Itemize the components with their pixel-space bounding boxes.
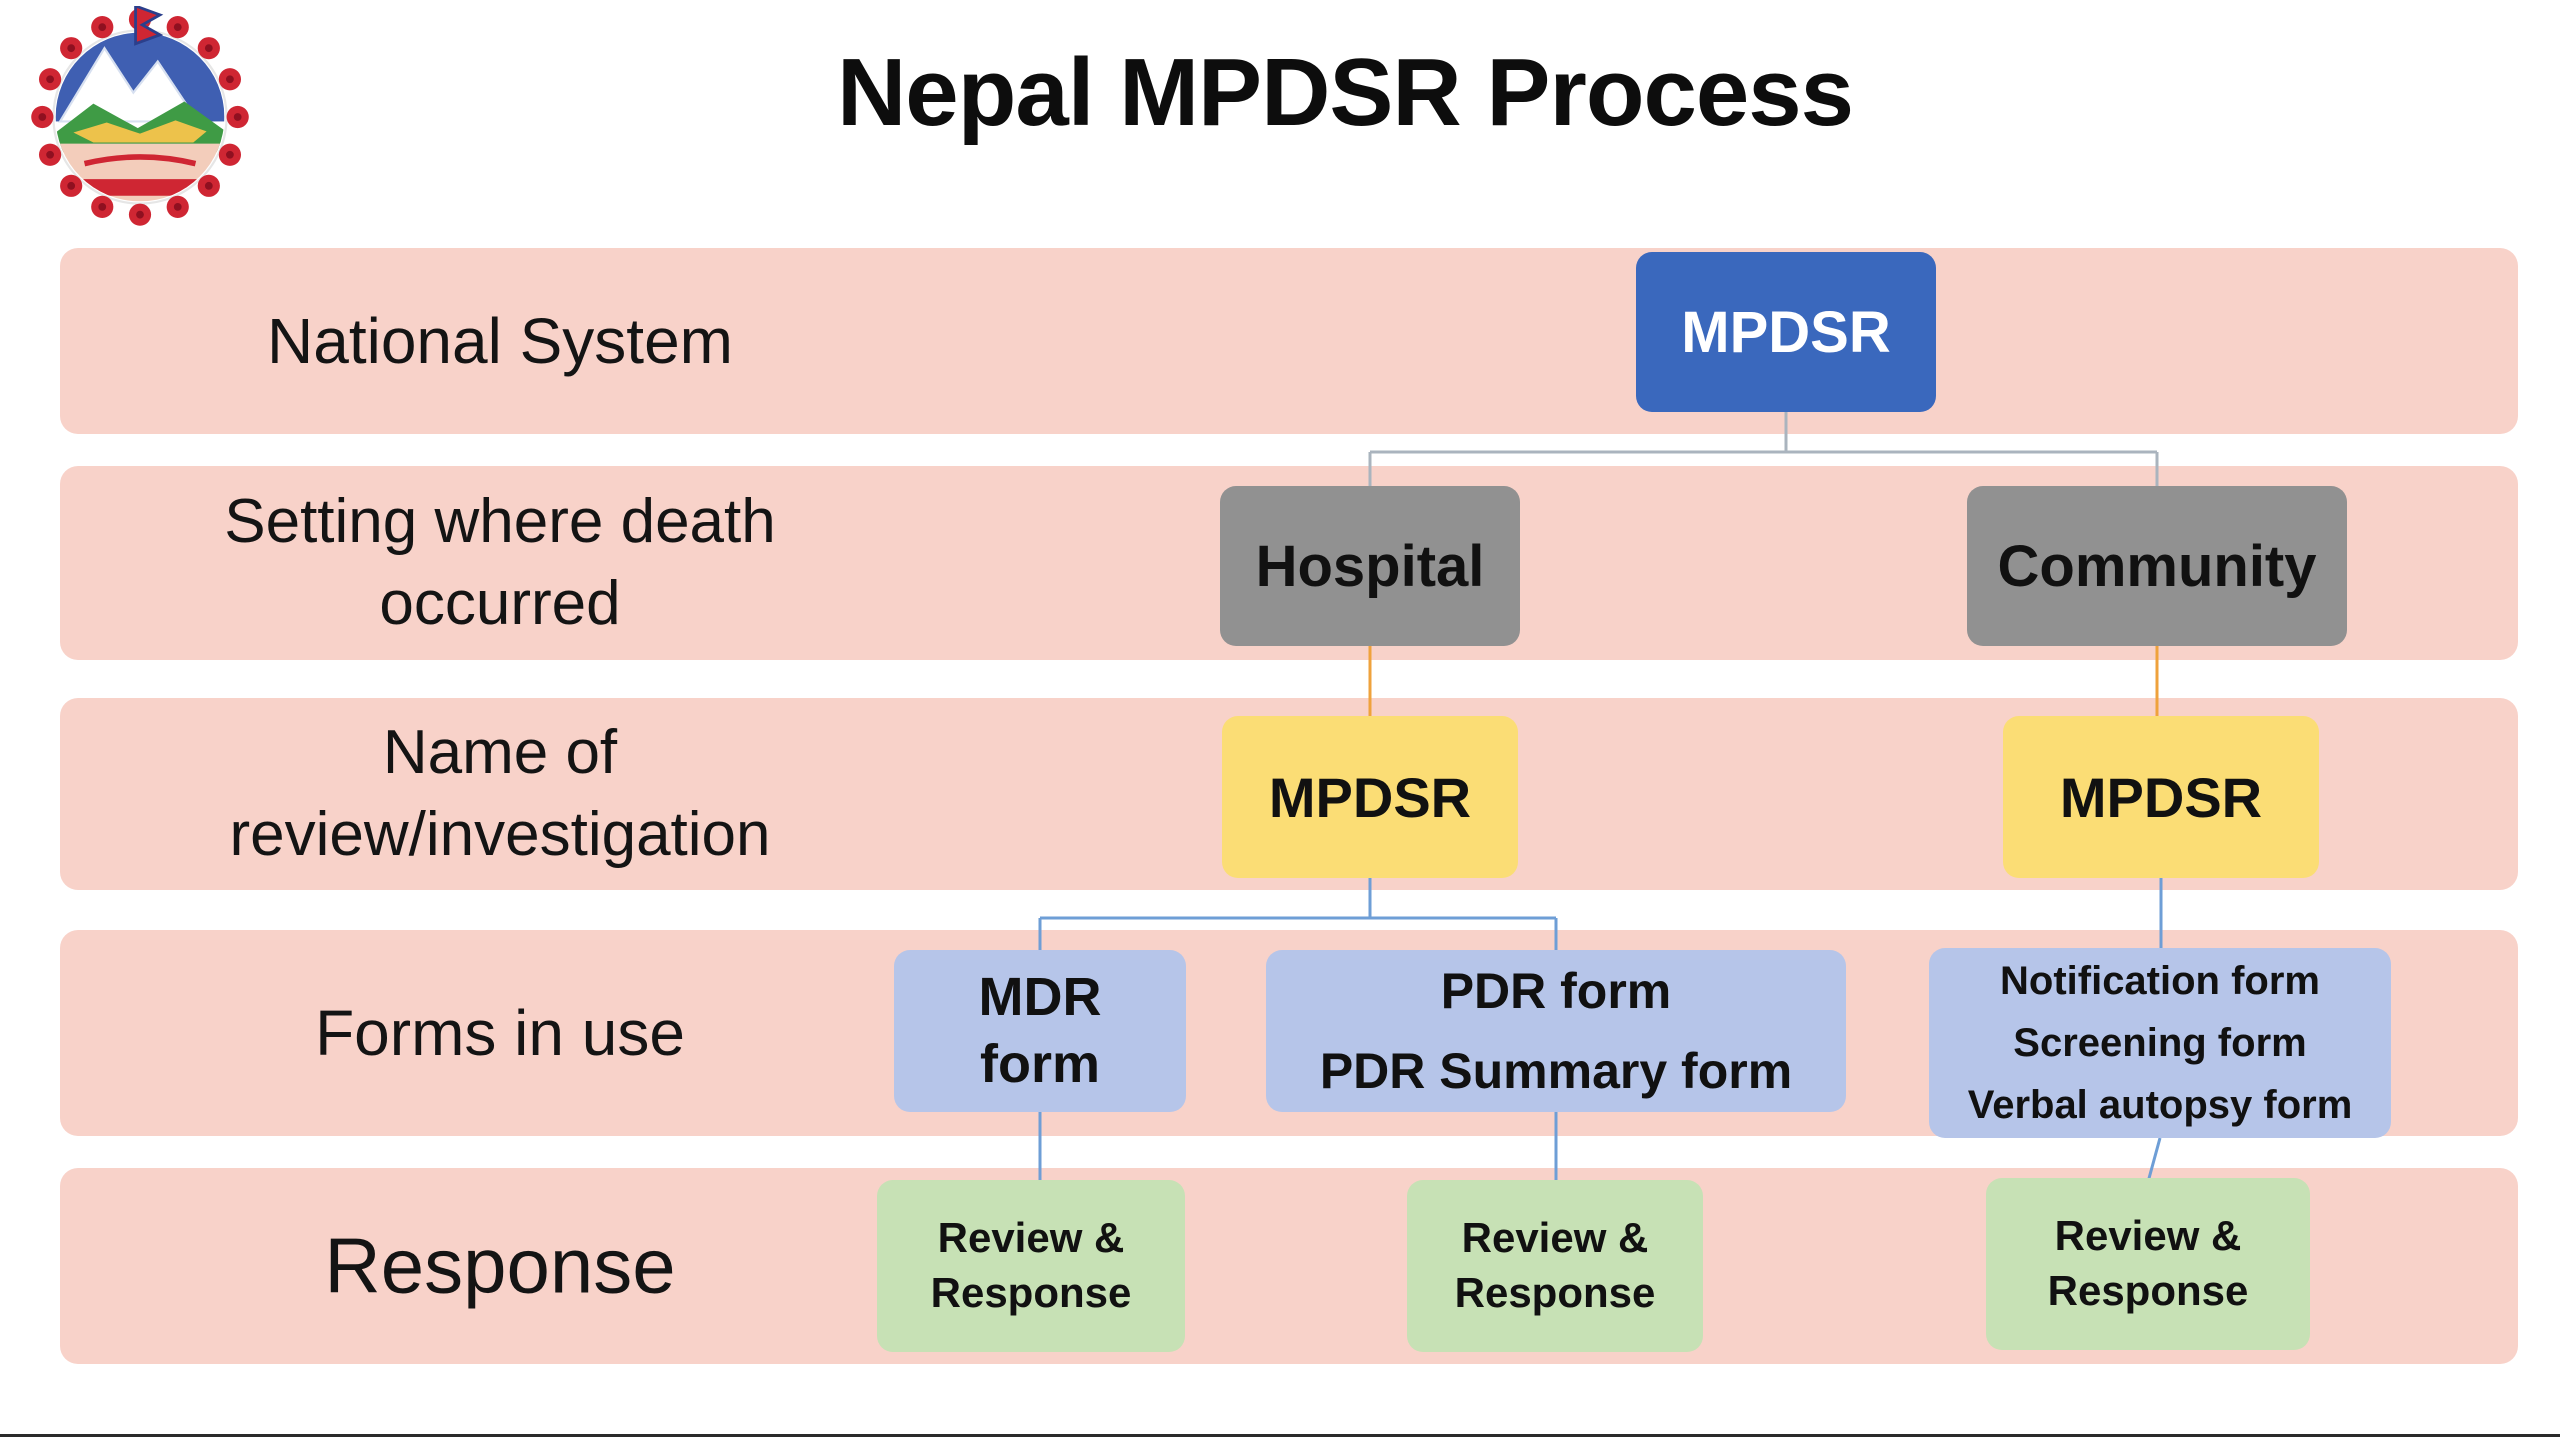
page-title: Nepal MPDSR Process	[836, 39, 1854, 146]
row-label-line: occurred	[379, 569, 621, 638]
node-label-line: Review &	[1461, 1214, 1649, 1262]
row-label-setting: Setting where death occurred	[170, 481, 830, 645]
row-label-line: Name of	[382, 718, 618, 788]
node-label: Hospital	[1255, 533, 1485, 599]
node-label-line: Verbal autopsy form	[1967, 1083, 2353, 1127]
node-review-response-community: Review & Response	[1986, 1178, 2310, 1350]
node-label-line: Response	[2047, 1267, 2249, 1314]
row-label-review-name: Name of review/investigation	[170, 712, 830, 876]
node-label-line: Screening form	[2013, 1021, 2307, 1065]
row-label-line: review/investigation	[229, 800, 771, 869]
nepal-emblem-logo	[14, 4, 266, 228]
row-label-line: Setting where death	[224, 487, 776, 557]
node-review-response-pdr: Review & Response	[1407, 1180, 1703, 1352]
node-label-line: PDR Summary form	[1319, 1043, 1793, 1099]
node-community: Community	[1967, 486, 2347, 646]
node-label-line: Response	[930, 1269, 1132, 1316]
node-label: MPDSR	[1268, 765, 1472, 829]
node-label-line: MDR	[978, 966, 1102, 1027]
node-label-line: Notification form	[2000, 959, 2320, 1003]
row-label-response: Response	[170, 1215, 830, 1318]
slide-bottom-edge	[0, 1434, 2560, 1437]
row-label-line: Response	[324, 1221, 676, 1310]
node-mpdsr-hospital: MPDSR	[1222, 716, 1518, 878]
node-community-forms: Notification form Screening form Verbal …	[1929, 948, 2391, 1138]
node-label-line: form	[980, 1034, 1100, 1094]
node-mpdsr-community: MPDSR	[2003, 716, 2319, 878]
node-label-line: Response	[1454, 1269, 1656, 1316]
node-pdr-form: PDR form PDR Summary form	[1266, 950, 1846, 1112]
node-mpdsr-root: MPDSR	[1636, 252, 1936, 412]
node-mdr-form: MDR form	[894, 950, 1186, 1112]
node-label: MPDSR	[1681, 299, 1891, 365]
node-hospital: Hospital	[1220, 486, 1520, 646]
row-label-forms-in-use: Forms in use	[170, 991, 830, 1075]
row-label-line: Forms in use	[315, 996, 685, 1069]
node-label-line: Review &	[937, 1214, 1125, 1262]
nepal-emblem-icon	[31, 4, 249, 226]
row-label-national-system: National System	[170, 299, 830, 383]
row-national-system: National System	[60, 248, 2518, 434]
node-label: Community	[1997, 533, 2317, 599]
node-review-response-mdr: Review & Response	[877, 1180, 1185, 1352]
node-label: MPDSR	[2059, 765, 2263, 829]
node-label-line: PDR form	[1440, 963, 1672, 1019]
node-label-line: Review &	[2054, 1212, 2242, 1260]
row-label-line: National System	[267, 304, 733, 377]
